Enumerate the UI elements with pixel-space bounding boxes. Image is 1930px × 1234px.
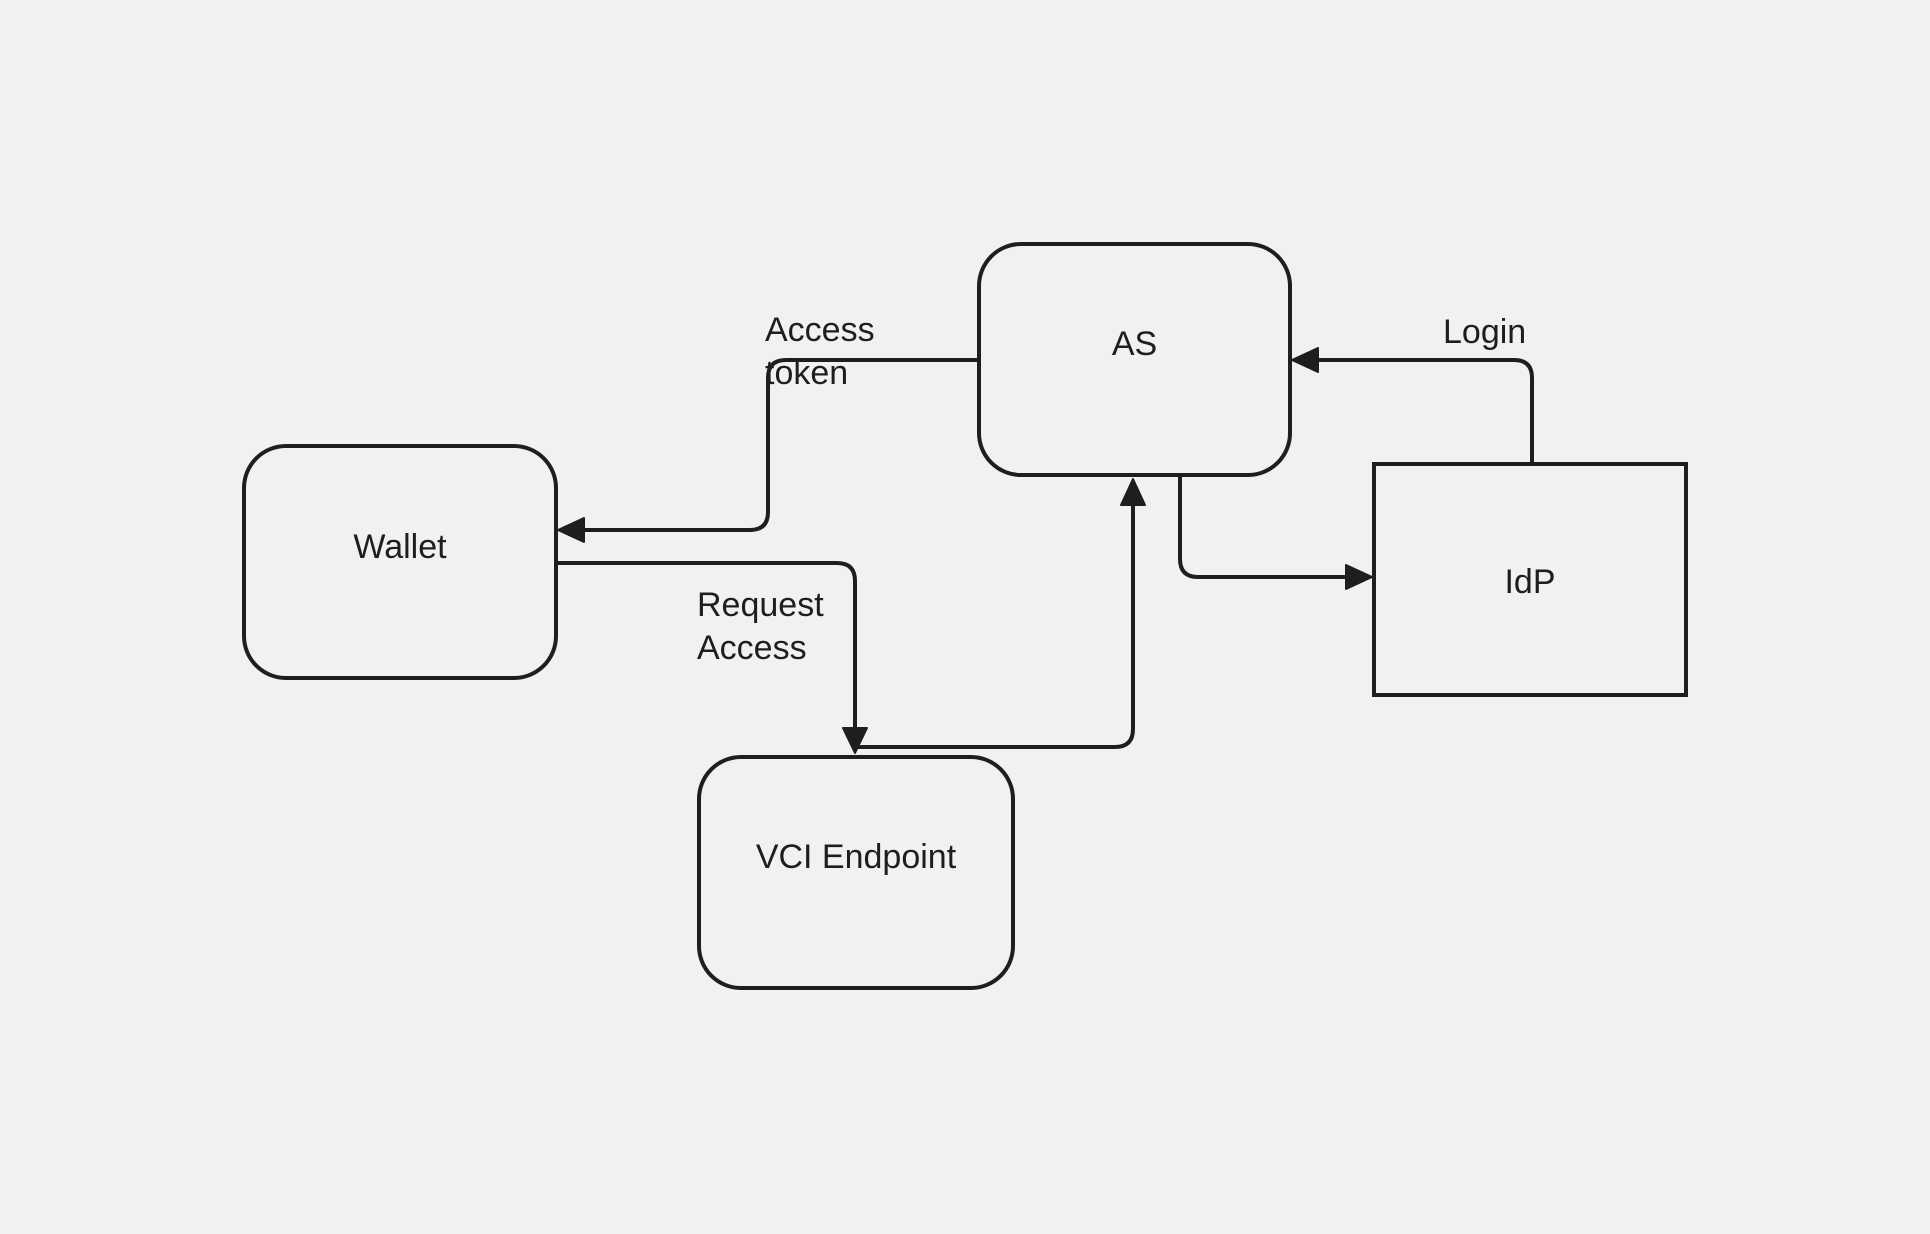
edge-request-access <box>556 561 868 754</box>
login-arrow-line <box>1312 358 1534 464</box>
request-access-arrow-line <box>556 561 857 733</box>
access-token-arrow-line <box>578 358 979 532</box>
edge-login <box>1291 347 1534 464</box>
node-vci-endpoint: VCI Endpoint <box>697 755 1015 990</box>
node-wallet: Wallet <box>242 444 558 680</box>
node-idp: IdP <box>1372 462 1688 697</box>
node-as: AS <box>977 242 1292 477</box>
vci-to-as-arrow-line <box>856 500 1135 749</box>
node-idp-label: IdP <box>1504 563 1556 602</box>
edge-label-login: Login <box>1443 313 1527 351</box>
login-arrowhead <box>1291 347 1319 373</box>
node-as-label: AS <box>1111 325 1158 364</box>
as-to-idp-arrow-line <box>1178 475 1352 579</box>
as-to-idp-arrowhead <box>1345 564 1373 590</box>
request-access-arrowhead <box>842 727 868 754</box>
edge-vci-to-as <box>856 478 1146 749</box>
node-wallet-label: Wallet <box>353 527 447 566</box>
edge-label-access-token: Access token <box>765 311 875 392</box>
access-token-arrowhead <box>557 517 585 543</box>
node-vci-endpoint-label: VCI Endpoint <box>755 838 957 877</box>
edge-as-to-idp <box>1178 475 1373 590</box>
edge-label-request-access: Request Access <box>697 586 824 667</box>
edge-access-token <box>557 358 979 543</box>
vci-to-as-arrowhead <box>1120 478 1146 506</box>
